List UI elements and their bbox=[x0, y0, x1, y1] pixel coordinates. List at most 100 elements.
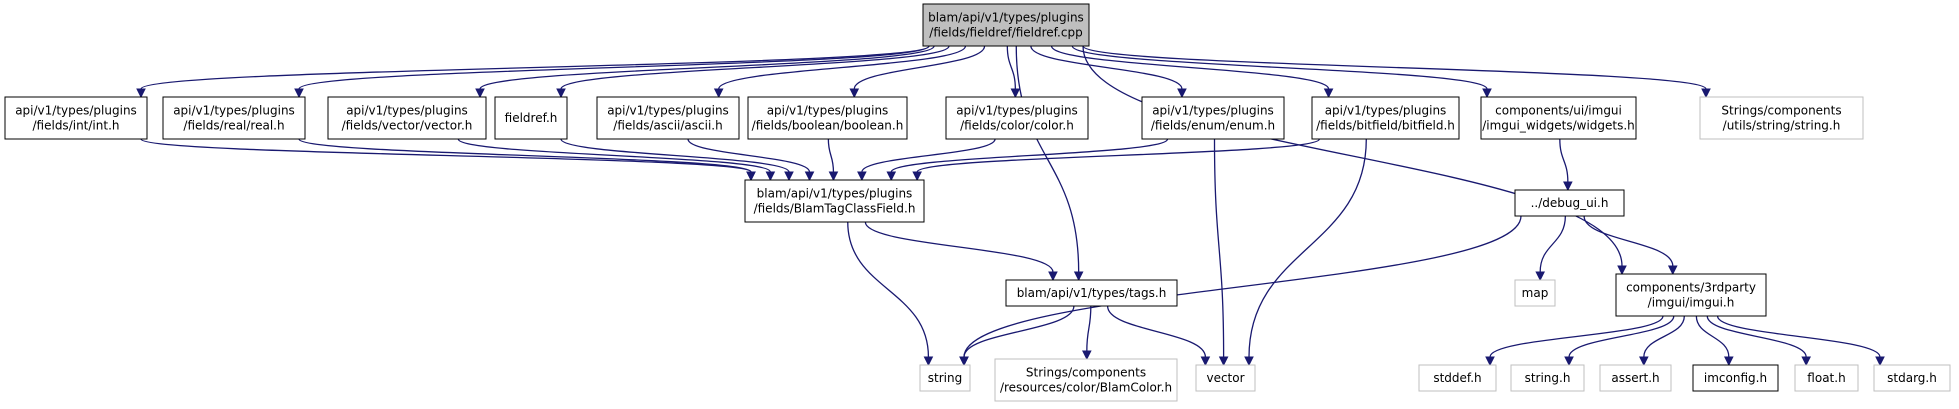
edge-imgui-to-assert bbox=[1639, 315, 1685, 367]
edge-arrowhead bbox=[1639, 356, 1649, 367]
node-label-line: ../debug_ui.h bbox=[1531, 196, 1609, 210]
edge-root-to-vector-h bbox=[475, 45, 935, 99]
edge-color-to-btcf bbox=[857, 138, 996, 182]
edge-arrowhead bbox=[959, 356, 969, 367]
edge-root-to-tags bbox=[1015, 45, 1084, 282]
node-label-line: api/v1/types/plugins bbox=[767, 104, 889, 118]
edge-arrowhead bbox=[1482, 88, 1492, 99]
edge-root-to-color bbox=[1006, 45, 1021, 99]
node-box bbox=[1311, 96, 1460, 140]
edge-arrowhead bbox=[556, 88, 566, 99]
node-widgets[interactable]: components/ui/imgui/imgui_widgets/widget… bbox=[1480, 96, 1637, 140]
edge-arrowhead bbox=[1617, 265, 1627, 276]
edge-arrowhead bbox=[1563, 181, 1573, 192]
node-color[interactable]: api/v1/types/plugins/fields/color/color.… bbox=[945, 96, 1089, 140]
edge-line bbox=[298, 45, 930, 90]
node-bitfield[interactable]: api/v1/types/plugins/fields/bitfield/bit… bbox=[1311, 96, 1460, 140]
node-label-line: /fields/BlamTagClassField.h bbox=[754, 202, 916, 216]
edge-line bbox=[1695, 315, 1730, 358]
edge-line bbox=[1106, 305, 1207, 358]
node-imconfig[interactable]: imconfig.h bbox=[1692, 364, 1779, 392]
edge-root-to-bitfield bbox=[1050, 45, 1334, 99]
node-label-line: /fields/fieldref/fieldref.cpp bbox=[929, 26, 1082, 40]
node-box bbox=[1615, 273, 1767, 317]
node-label-line: stddef.h bbox=[1433, 371, 1481, 385]
node-stdarg[interactable]: stdarg.h bbox=[1873, 364, 1951, 392]
edge-arrowhead bbox=[923, 356, 934, 367]
node-string[interactable]: string bbox=[919, 364, 971, 392]
node-label-line: api/v1/types/plugins bbox=[15, 104, 137, 118]
edge-int-to-btcf bbox=[140, 138, 756, 182]
node-ascii[interactable]: api/v1/types/plugins/fields/ascii/ascii.… bbox=[596, 96, 740, 140]
node-box bbox=[494, 96, 568, 140]
node-map[interactable]: map bbox=[1514, 279, 1556, 307]
node-vector[interactable]: vector bbox=[1195, 364, 1256, 392]
edge-line bbox=[560, 45, 950, 90]
edge-line bbox=[1082, 45, 1623, 267]
node-boolean[interactable]: api/v1/types/plugins/fields/boolean/bool… bbox=[747, 96, 908, 140]
node-tags[interactable]: blam/api/v1/types/tags.h bbox=[1005, 279, 1178, 307]
node-int[interactable]: api/v1/types/plugins/fields/int/int.h bbox=[4, 96, 148, 140]
node-debug-ui[interactable]: ../debug_ui.h bbox=[1514, 189, 1625, 217]
node-box bbox=[1195, 364, 1256, 392]
node-fieldref[interactable]: fieldref.h bbox=[494, 96, 568, 140]
node-stringh[interactable]: string.h bbox=[1510, 364, 1585, 392]
node-label-line: api/v1/types/plugins bbox=[1325, 104, 1447, 118]
edge-line bbox=[1583, 215, 1674, 267]
edge-tags-to-vector bbox=[1106, 305, 1211, 367]
node-real[interactable]: api/v1/types/plugins/fields/real/real.h bbox=[162, 96, 306, 140]
node-vector-h[interactable]: api/v1/types/plugins/fields/vector/vecto… bbox=[327, 96, 487, 140]
node-label-line: blam/api/v1/types/plugins bbox=[757, 187, 913, 201]
edge-bitfield-to-btcf bbox=[912, 138, 1321, 182]
edge-line bbox=[847, 221, 930, 358]
edge-imgui-to-imconfig bbox=[1695, 315, 1734, 367]
edge-arrowhead bbox=[804, 171, 815, 182]
node-label-line: components/ui/imgui bbox=[1495, 104, 1622, 118]
edge-arrowhead bbox=[1010, 88, 1021, 99]
edge-root-to-real bbox=[294, 45, 930, 99]
edge-arrowhead bbox=[1073, 271, 1084, 282]
node-box bbox=[922, 3, 1090, 47]
node-box bbox=[1599, 364, 1672, 392]
node-blamcolor[interactable]: Strings/components/resources/color/BlamC… bbox=[994, 358, 1178, 402]
edge-root-to-int bbox=[136, 45, 930, 99]
edge-line bbox=[1716, 315, 1881, 358]
file-nodes: blam/api/v1/types/plugins/fields/fieldre… bbox=[4, 3, 1951, 402]
edge-arrowhead bbox=[886, 171, 897, 182]
node-box bbox=[1692, 364, 1779, 392]
node-label-line: /fields/boolean/boolean.h bbox=[752, 119, 904, 133]
edge-tags-to-blamcolor bbox=[1082, 305, 1092, 361]
node-root[interactable]: blam/api/v1/types/plugins/fields/fieldre… bbox=[922, 3, 1090, 47]
node-btcf[interactable]: blam/api/v1/types/plugins/fields/BlamTag… bbox=[744, 179, 925, 223]
edge-bitfield-to-vector bbox=[1244, 138, 1367, 367]
edge-line bbox=[1559, 138, 1569, 183]
node-imgui[interactable]: components/3rdparty/imgui/imgui.h bbox=[1615, 273, 1767, 317]
edge-arrowhead bbox=[1875, 356, 1885, 367]
node-box bbox=[1418, 364, 1497, 392]
edge-line bbox=[560, 138, 790, 173]
edge-root-to-fieldref bbox=[556, 45, 950, 99]
edge-arrowhead bbox=[1048, 271, 1058, 282]
edge-line bbox=[718, 45, 967, 90]
node-string-h-ext[interactable]: Strings/components/utils/string/string.h bbox=[1699, 96, 1864, 140]
node-float[interactable]: float.h bbox=[1794, 364, 1859, 392]
edge-line bbox=[963, 305, 1075, 358]
edge-line bbox=[1082, 45, 1707, 90]
edge-imgui-to-stringh bbox=[1564, 315, 1675, 367]
node-box bbox=[1510, 364, 1585, 392]
node-enum[interactable]: api/v1/types/plugins/fields/enum/enum.h bbox=[1141, 96, 1285, 140]
edge-btcf-to-tags bbox=[864, 221, 1058, 282]
edge-ascii-to-btcf bbox=[687, 138, 815, 182]
node-box bbox=[1005, 279, 1178, 307]
edge-arrowhead bbox=[857, 171, 867, 182]
node-label-line: components/3rdparty bbox=[1626, 281, 1756, 295]
node-assert[interactable]: assert.h bbox=[1599, 364, 1672, 392]
node-stddef[interactable]: stddef.h bbox=[1418, 364, 1497, 392]
node-label-line: /utils/string/string.h bbox=[1723, 119, 1841, 133]
edge-root-to-imgui bbox=[1082, 45, 1627, 276]
edge-arrowhead bbox=[1667, 265, 1678, 276]
edge-arrowhead bbox=[1801, 356, 1811, 367]
node-box bbox=[747, 96, 908, 140]
edge-line bbox=[140, 138, 752, 173]
